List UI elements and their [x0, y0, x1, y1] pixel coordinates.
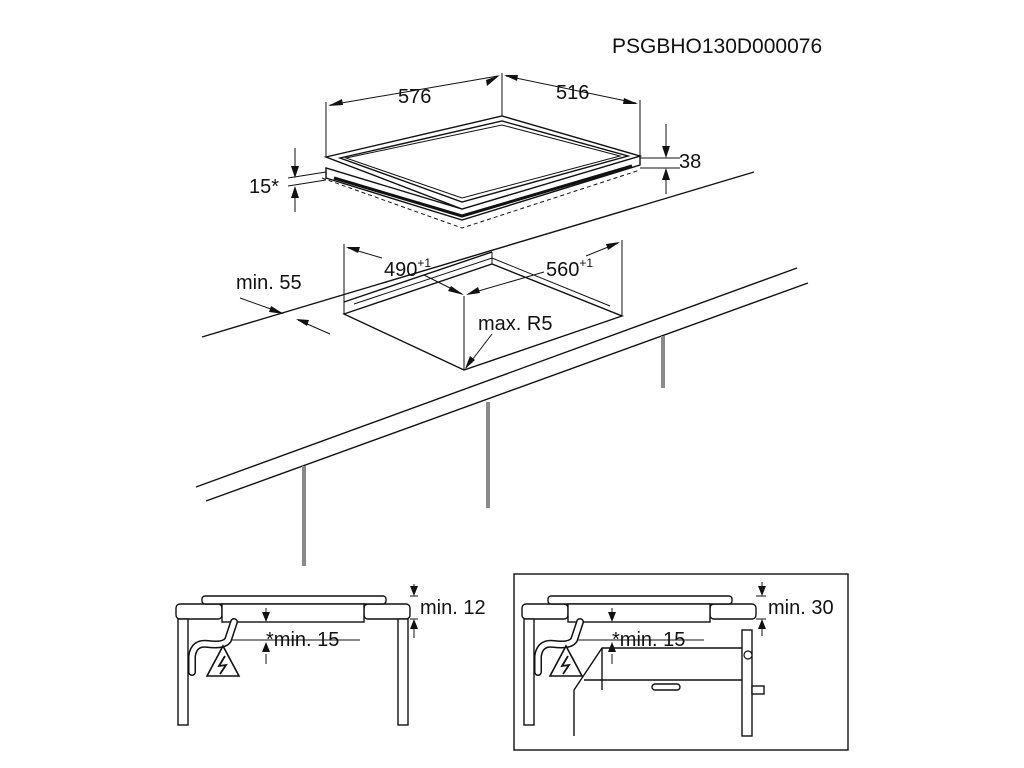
left-bottom-gap-label: *min. 15 [266, 629, 339, 651]
hob-illustration [321, 115, 643, 229]
cutout-dimensions [239, 240, 623, 369]
right-bottom-gap-label: *min. 15 [612, 629, 685, 651]
hob-width-label: 576 [398, 86, 431, 108]
hob-dimensions [287, 73, 680, 212]
cutout-depth-label: 560+1 [546, 256, 593, 281]
glass-offset-label: 15* [249, 176, 279, 198]
detail-left [175, 584, 418, 726]
left-top-gap-label: min. 12 [420, 597, 486, 619]
right-top-gap-label: min. 30 [768, 597, 834, 619]
detail-right-frame [513, 573, 849, 751]
hob-depth-label: 516 [556, 82, 589, 104]
electric-hazard-icon [548, 644, 584, 677]
cutout-width-label: 490+1 [384, 256, 431, 281]
hob-height-label: 38 [679, 151, 701, 173]
worktop-illustration [195, 171, 809, 566]
wall-distance-label: min. 55 [236, 272, 302, 294]
drawing-code: PSGBHO130D000076 [612, 35, 822, 58]
electric-hazard-icon [205, 644, 241, 677]
corner-radius-label: max. R5 [478, 313, 552, 335]
detail-right [521, 582, 766, 737]
